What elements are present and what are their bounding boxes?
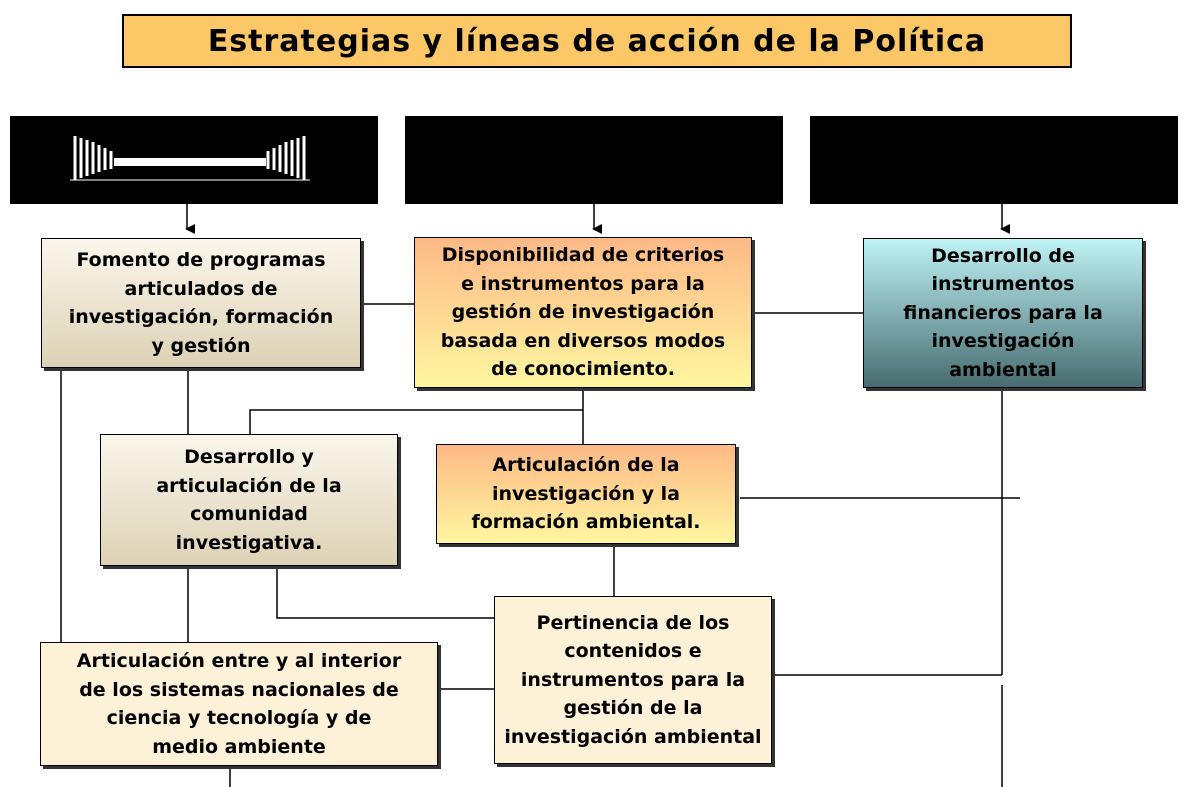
link-disponibilidad-comunidad [249,388,584,434]
node-desarrollo-comunidad: Desarrollo y articulación de la comunida… [100,434,398,566]
garbled-header-artifact [70,136,310,181]
node-articulacion-sistemas: Articulación entre y al interior de los … [40,642,438,766]
node-fomento-programas: Fomento de programas articulados de inve… [41,238,361,368]
node-articulacion-formacion: Articulación de la investigación y la fo… [436,444,736,544]
header-bar-right [810,116,1178,204]
link-comunidad-pertinencia [276,566,494,619]
node-pertinencia: Pertinencia de los contenidos e instrume… [494,596,772,764]
node-disponibilidad-criterios: Disponibilidad de criterios e instrument… [414,237,752,388]
diagram-title: Estrategias y líneas de acción de la Pol… [122,14,1072,68]
node-desarrollo-instrumentos: Desarrollo de instrumentos financieros p… [863,238,1143,388]
header-bar-center [405,116,783,204]
